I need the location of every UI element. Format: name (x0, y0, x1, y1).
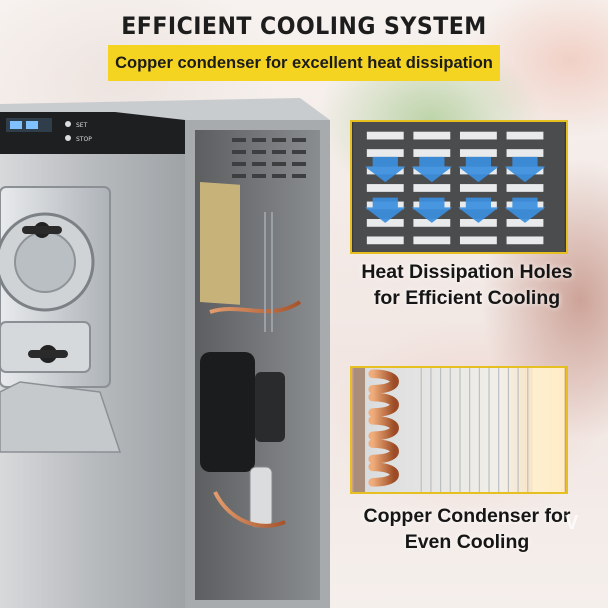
brand-watermark: V (565, 512, 579, 534)
page-title: EFFICIENT COOLING SYSTEM (121, 12, 487, 40)
feature-caption-line1: Copper Condenser for (363, 505, 571, 527)
feature-caption-heat-holes: Heat Dissipation Holes for Efficient Coo… (334, 259, 600, 311)
subtitle-text: Copper condenser for excellent heat diss… (115, 53, 493, 72)
ice-cream-machine-illustration: SET STOP (0, 98, 330, 608)
feature-caption-copper-condenser: Copper Condenser for Even Cooling (334, 503, 600, 555)
stop-button-icon (65, 135, 71, 141)
subtitle-banner: Copper condenser for excellent heat diss… (108, 45, 500, 81)
feature-caption-line2: Even Cooling (404, 531, 530, 553)
copper-coil-icon (353, 368, 565, 492)
knob-bottom-icon (28, 345, 68, 363)
compressor (200, 352, 255, 472)
copper-condenser-inset (350, 366, 568, 494)
feature-caption-line2: for Efficient Cooling (373, 287, 561, 309)
capacitor (249, 466, 273, 528)
circuit-board (200, 181, 240, 305)
feature-caption-line1: Heat Dissipation Holes (361, 261, 573, 283)
knob-top-icon (22, 222, 62, 238)
stop-label: STOP (76, 136, 92, 143)
set-label: SET (76, 122, 88, 129)
dispensing-chute (0, 381, 122, 453)
heat-dissipation-inset (350, 120, 568, 254)
airflow-arrows-icon (353, 122, 565, 252)
set-button-icon (65, 121, 71, 127)
